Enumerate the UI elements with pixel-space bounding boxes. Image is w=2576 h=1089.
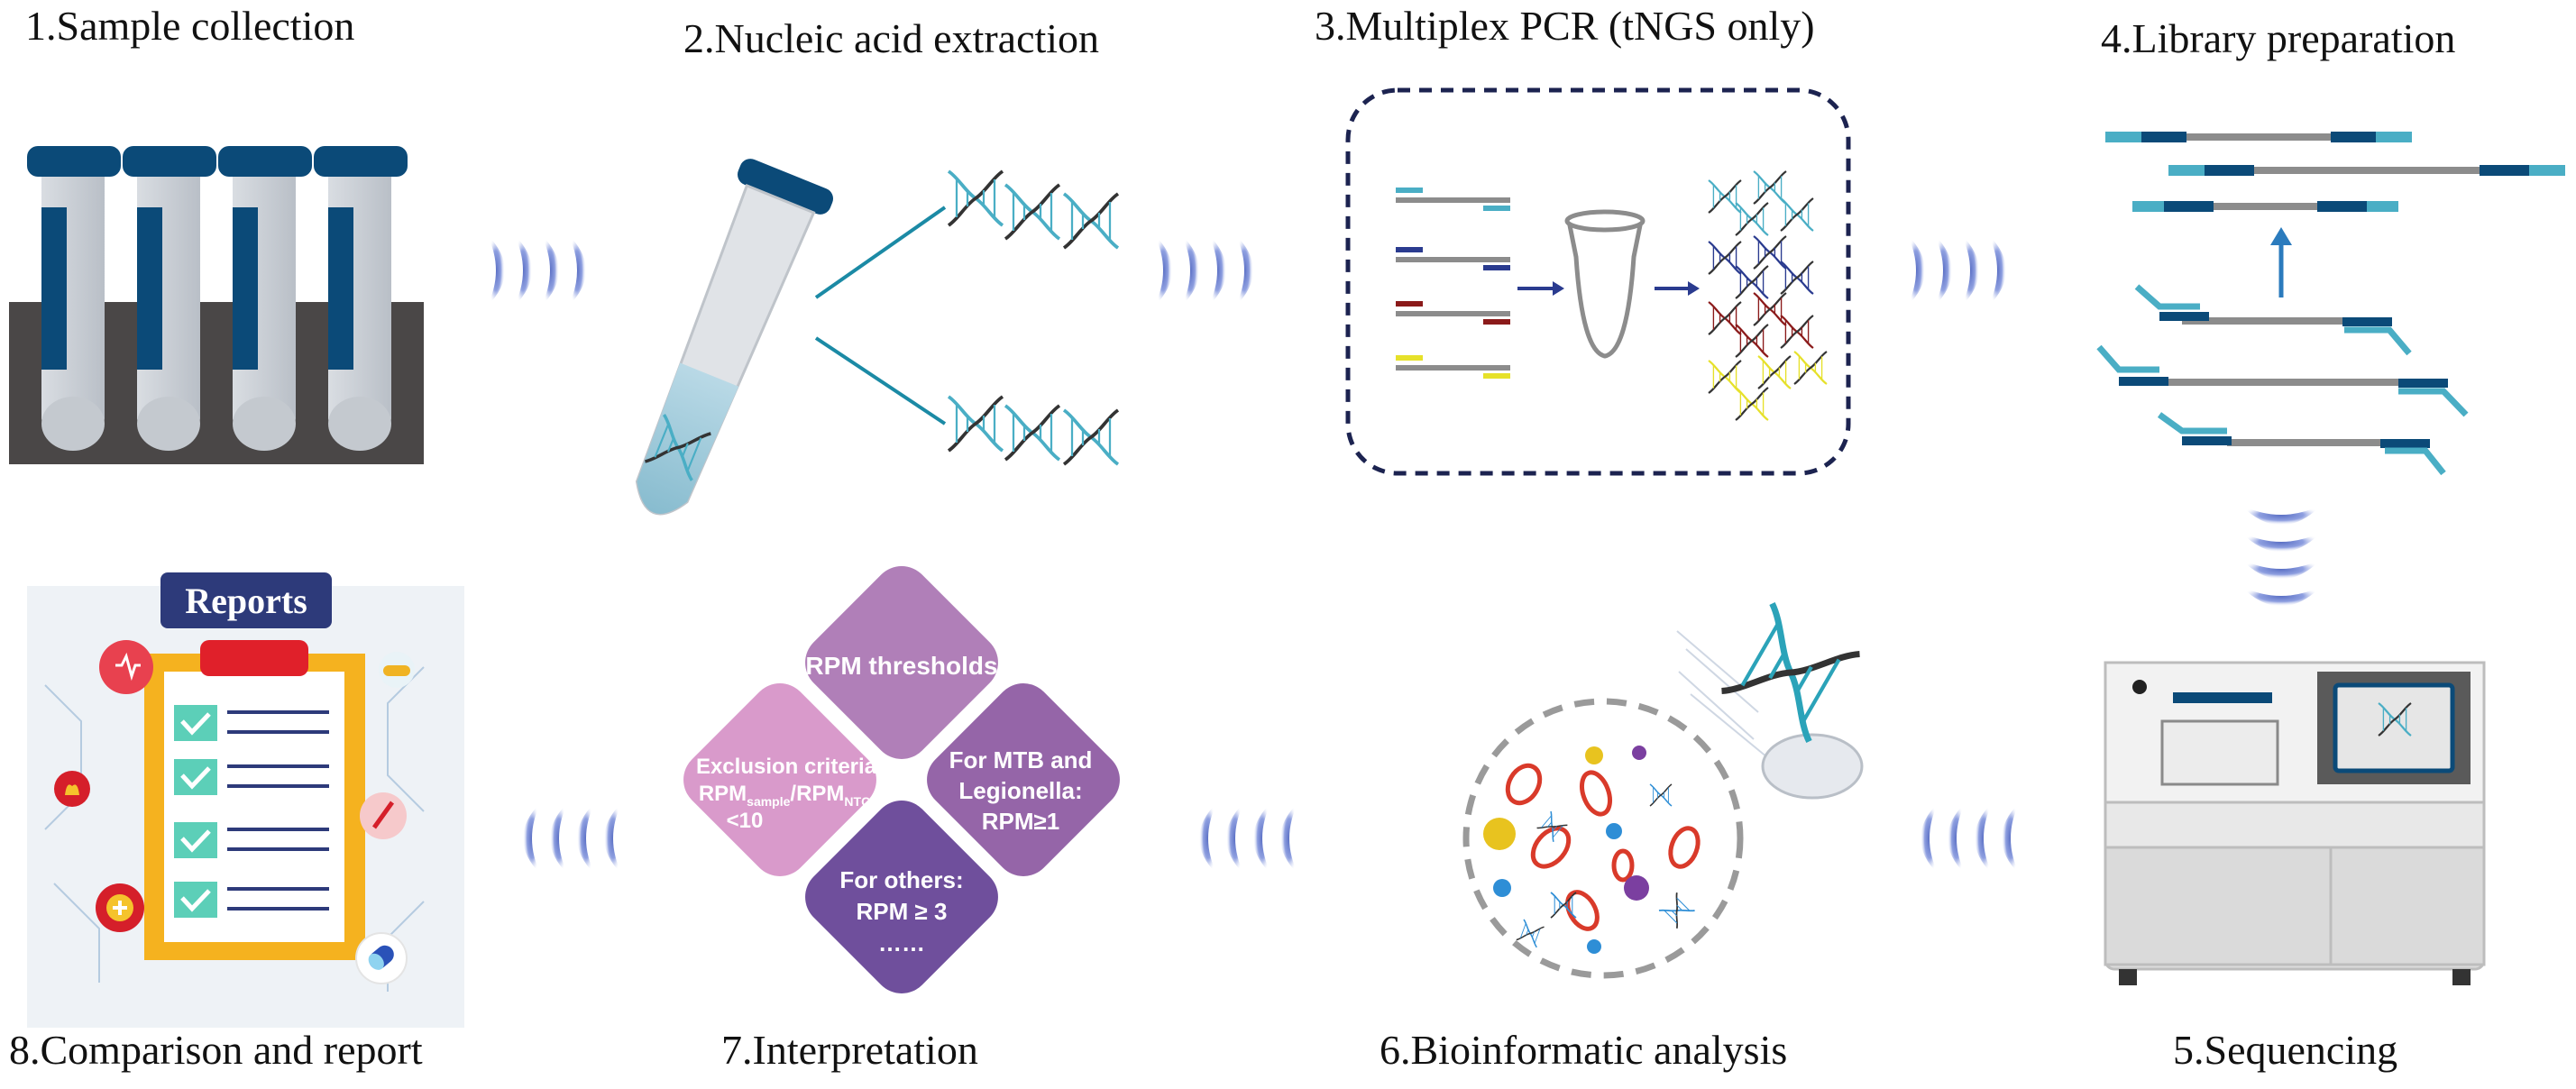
exclusion-threshold: <10 (727, 809, 764, 833)
others-line1: For others: (839, 866, 963, 893)
others-ellipsis: …… (878, 929, 925, 956)
library-up-arrow (2270, 227, 2292, 297)
mtb-legionella-line2: Legionella: (958, 777, 1082, 804)
step-2-title: 2.Nucleic acid extraction (683, 15, 1099, 61)
tube-3 (218, 146, 312, 451)
pill-icon (379, 652, 415, 688)
pcr-arrow-out (1655, 281, 1700, 296)
arrow-5-to-6 (1921, 802, 2020, 874)
extraction-line-lower (814, 336, 947, 426)
medical-badge-icon (96, 883, 144, 932)
pcr-amplicons-red (1707, 291, 1815, 359)
interpretation-diamond-top: RPM thresholds (805, 566, 998, 759)
tube-1 (27, 146, 121, 451)
dna-cluster-lower (947, 395, 1120, 466)
mtb-legionella-line1: For MTB and (949, 746, 1093, 773)
step-8-title: 8.Comparison and report (9, 1027, 423, 1073)
arrow-4-to-5 (2241, 505, 2322, 607)
bioinformatics-circle (1462, 698, 1744, 979)
extraction-tube (635, 159, 833, 516)
step-4-title: 4.Library preparation (2101, 15, 2455, 61)
pcr-amplicons-yellow (1707, 350, 1829, 422)
pcr-tube-icon (1564, 209, 1646, 359)
step-7-title: 7.Interpretation (721, 1027, 978, 1073)
interpretation-diamond-right: For MTB and Legionella: RPM≥1 (927, 683, 1120, 876)
interpretation-diamond-left: Exclusion criteria RPMsample/RPMNTC <10 (683, 683, 877, 876)
extraction-line-upper (814, 206, 947, 299)
exclusion-rpm-ratio: RPMsample/RPMNTC (699, 782, 870, 809)
step-5-title: 5.Sequencing (2173, 1027, 2397, 1073)
arrow-6-to-7 (1199, 802, 1298, 874)
step-6-title: 6.Bioinformatic analysis (1380, 1027, 1787, 1073)
tube-2 (123, 146, 216, 451)
heart-icon (99, 640, 153, 694)
arrow-3-to-4 (1907, 234, 2006, 307)
pcr-arrow-in (1517, 281, 1564, 296)
reports-banner-title: Reports (185, 581, 307, 621)
arrow-1-to-2 (487, 234, 586, 307)
others-threshold: RPM ≥ 3 (857, 898, 948, 925)
exclusion-criteria-label: Exclusion criteria (696, 755, 877, 779)
step-1-title: 1.Sample collection (25, 3, 354, 49)
pcr-templates (1396, 188, 1510, 379)
library-adapters (2096, 284, 2469, 476)
report-checklist (174, 705, 329, 918)
step-3-title: 3.Multiplex PCR (tNGS only) (1315, 3, 1815, 49)
arrow-7-to-8 (523, 802, 622, 874)
bioinformatics-dna-hologram (1676, 604, 1864, 800)
rpm-thresholds-label: RPM thresholds (805, 652, 997, 680)
mtb-legionella-threshold: RPM≥1 (982, 808, 1060, 835)
syringe-icon (360, 792, 407, 839)
sequencer-machine (2104, 661, 2486, 985)
arrow-2-to-3 (1154, 234, 1253, 307)
lung-icon (54, 771, 90, 807)
capsule-icon (355, 932, 408, 984)
sample-tubes-rack (9, 146, 424, 464)
tube-4 (314, 146, 408, 451)
report-panel: Reports (27, 572, 464, 1028)
interpretation-diamond-bottom: For others: RPM ≥ 3 …… (805, 801, 998, 993)
pcr-amplicons-blue (1707, 234, 1815, 300)
pcr-amplicons-teal (1707, 169, 1815, 237)
pcr-dashed-box (1345, 87, 1851, 476)
dna-cluster-upper (947, 169, 1120, 250)
library-fragments-top (2105, 132, 2565, 212)
